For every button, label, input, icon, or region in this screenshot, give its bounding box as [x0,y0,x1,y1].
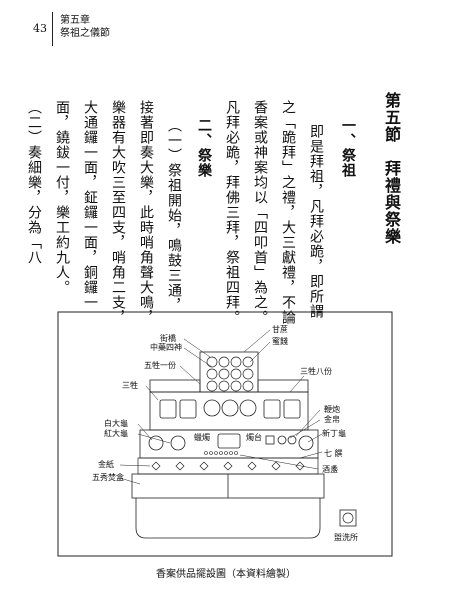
label-hongdagui: 紅大龜 [104,428,128,438]
paragraph-1-col-3: 香案或神案均以「四叩首」為之。 [252,100,268,325]
header-divider [52,12,53,46]
heading-ancestor-worship: 一、祭祖 [340,118,356,178]
label-jinbo: 金帛 [324,414,340,424]
label-sanshengbafen: 三牲八份 [300,366,332,376]
label-sansheng: 三牲 [122,380,138,390]
lower-offering-band [139,429,319,459]
diagram-frame [57,311,393,557]
wash-basin-icon [339,509,357,527]
paragraph-2-col-4: 大通鑼一面，鉦鑼一面，銅鑼一 [82,100,98,310]
paragraph-2-col-3: 樂器有大吹三至四支，哨角二支， [110,100,126,325]
paragraph-1-col-4: 凡拜必跪，拜佛三拜，祭祖四拜。 [224,100,240,325]
label-baidagui: 白大龜 [104,418,128,428]
label-zhongyao: 中藥四神 [150,342,182,352]
leader-lines [119,329,323,485]
label-wusheng: 五牲一份 [144,360,176,370]
label-xindinggui: 新丁龜 [322,428,346,438]
wine-cup-row [204,451,238,455]
label-jiuzhan: 酒盞 [322,464,338,474]
paragraph-2-col-6: （二）奏細樂，分為「八 [26,100,42,265]
label-jinzhi: 金紙 [98,459,114,469]
paragraph-1-col-1: 即是拜祖，凡拜必跪，即所謂 [308,124,324,319]
label-jiequ: 街橋 [160,333,176,343]
incense-table [131,473,325,539]
chapter-heading: 第五章 祭祖之儀節 [60,14,110,40]
top-offering-block [199,351,259,393]
page-number: 43 [33,22,47,35]
label-mijian: 蜜餞 [272,336,288,346]
label-ganzhe: 甘蔗 [272,324,288,334]
section-title: 第五節 拜禮與祭樂 [382,92,401,245]
paper-offering-row [137,457,319,475]
heading-ritual-music: 二、祭樂 [196,118,212,178]
label-qisheng: 七 饌 [324,448,343,458]
label-guanxi: 盥洗所 [334,532,358,542]
chapter-title: 祭祖之儀節 [60,28,110,39]
label-lazhu: 蠟燭 [194,432,210,442]
chapter-number: 第五章 [60,15,90,26]
paragraph-2-col-2: 接著即奏大樂，此時哨角聲大鳴， [138,100,154,325]
label-xiangtai: 燭台 [246,432,262,442]
label-wuxiu: 五秀焚盒 [92,472,124,482]
paragraph-2-col-5: 面，鐃鈸一付，樂工約九人。 [54,100,70,295]
paragraph-1-col-2: 之「跪拜」之禮，大三獻禮，不論 [280,100,296,325]
paragraph-2-col-1: （一）祭祖開始，鳴鼓三通， [166,118,182,313]
figure-caption: 香案供品擺設圖（本資料繪製） [156,569,296,580]
label-bianpao: 鞭炮 [324,404,340,414]
